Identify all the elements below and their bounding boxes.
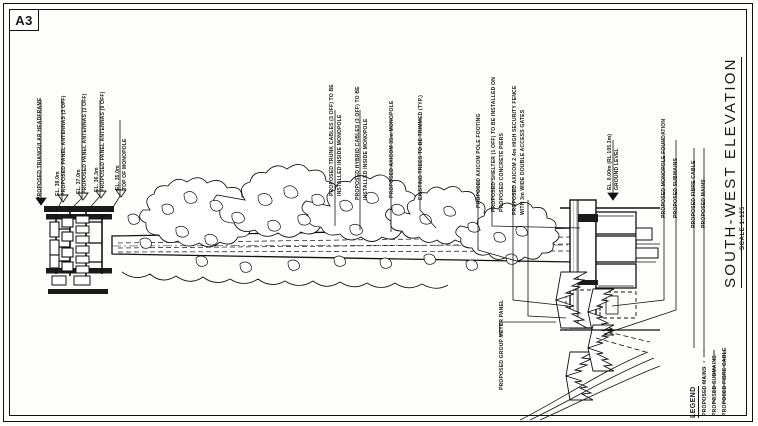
annotation-existing-trees: EXISTING TREES TO BE TRIMMED (TYP.) — [418, 95, 424, 200]
legend-item-submains-label: PROPOSED SUBMAINS — [712, 355, 718, 416]
existing-tree-canopy — [121, 164, 560, 289]
elevation-monopole-top: EL. 35.0m — [115, 165, 121, 190]
elevation-monopole-top-sub: TOP OF MONOPOLE — [122, 138, 128, 190]
elevation-markers — [35, 189, 619, 206]
legend-item-mains-label: PROPOSED MAINS — [702, 366, 708, 417]
annotation-headframe: PROPOSED TRIANGULAR HEADFRAME — [37, 97, 43, 200]
annotation-hybrid-cables-line2: INSTALLED INSIDE MONOPOLE — [363, 118, 369, 200]
annotation-meter-panel: PROPOSED GROUP METER PANEL — [499, 299, 505, 390]
annotation-trunk-cables-line2: INSTALLED INSIDE MONOPOLE — [337, 114, 343, 196]
annotation-security-fence-line1: PROPOSED AXICOM 2.4m HIGH SECURITY FENCE — [512, 85, 518, 215]
sheet-size-tag: A3 — [9, 9, 39, 31]
headframe-assembly — [44, 206, 114, 294]
annotation-panel-antennas-2: PROPOSED PANEL ANTENNAS (3 OFF) — [82, 93, 88, 195]
annotation-fibre-cable: PROPOSED FIBRE CABLE — [691, 160, 697, 228]
sheet-border-outer — [3, 3, 753, 422]
annotation-mains: PROPOSED MAINS — [701, 179, 707, 228]
service-routes — [519, 329, 661, 421]
drawing-scale: SCALE 1:125 — [740, 206, 746, 250]
annotation-security-fence-line2: WITH 3m WIDE DOUBLE ACCESS GATES — [520, 109, 526, 215]
annotation-monopole-foundation: PROPOSED MONOPOLE FOUNDATION — [661, 118, 667, 218]
elevation-ground-level-sub: GROUND LEVEL — [614, 148, 620, 190]
annotation-panel-antennas-3: PROPOSED PANEL ANTENNAS (9 OFF) — [100, 91, 106, 193]
annotation-monopole: PROPOSED AXICOM 35m MONOPOLE — [389, 100, 395, 198]
site-compound — [555, 199, 660, 401]
legend-sample-lines — [703, 350, 725, 404]
elevation-ground-level: EL. 0.00m (RL 105.3m) — [607, 133, 613, 190]
annotation-pole-footing: PROPOSED AXICOM POLE FOOTING — [476, 113, 482, 208]
annotation-trunk-cables-line1: PROPOSED TRUNK CABLES (3 OFF) TO BE — [329, 84, 335, 196]
legend-title: LEGEND — [690, 386, 699, 418]
annotation-submains: PROPOSED SUBMAINS — [673, 157, 679, 218]
annotation-shelter-line1: PROPOSED SHELTER (1 OFF) TO BE INSTALLED… — [491, 77, 497, 212]
page-title: SOUTH-WEST ELEVATION — [722, 57, 742, 288]
annotation-shelter-line2: PROPOSED CONCRETE PIERS — [499, 132, 505, 212]
annotation-panel-antennas-1: PROPOSED PANEL ANTENNAS (3 OFF) — [61, 95, 67, 197]
sheet-border-inner — [9, 9, 747, 416]
annotation-hybrid-cables-line1: PROPOSED HYBRID CABLES (3 OFF) TO BE — [355, 86, 361, 200]
legend-item-fibre-label: PROPOSED FIBRE CABLE — [722, 347, 728, 416]
